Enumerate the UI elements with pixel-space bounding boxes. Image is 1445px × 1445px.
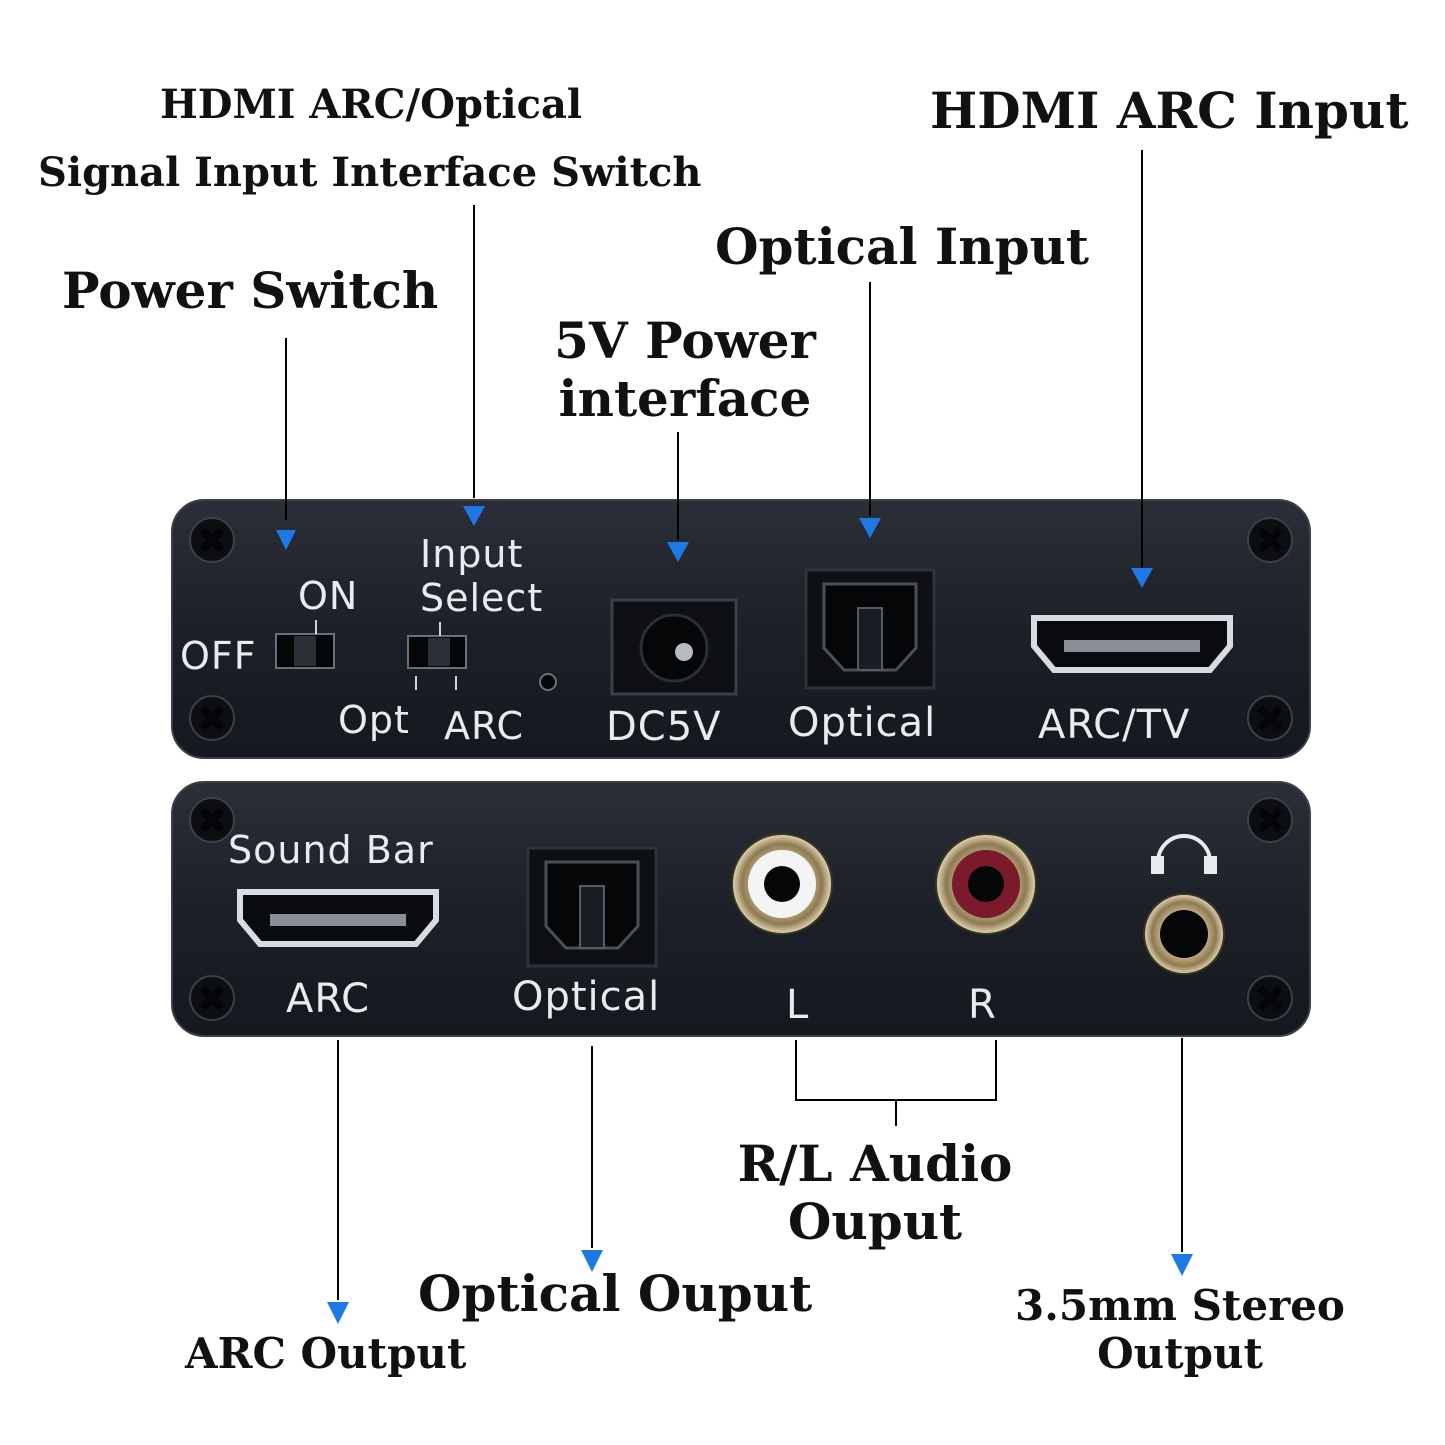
screw-icon	[1247, 517, 1293, 563]
callout-rl-audio-line1: R/L Audio	[737, 1134, 1013, 1193]
callout-rl-audio-line2: Ouput	[787, 1191, 963, 1251]
label-select: Select	[420, 576, 544, 620]
screw-icon	[1247, 797, 1293, 843]
label-arc-tv: ARC/TV	[1038, 702, 1191, 748]
label-dc5v: DC5V	[606, 704, 722, 750]
rca-left-port[interactable]	[731, 833, 833, 935]
callout-3-5mm-stereo-output: 3.5mm Stereo Output	[1010, 1281, 1350, 1379]
label-r: R	[968, 982, 997, 1028]
arrow-down-icon	[859, 518, 881, 538]
optical-output-port[interactable]	[526, 846, 658, 968]
indicator-led-icon	[539, 673, 557, 691]
callout-hdmi-arc-input: HDMI ARC Input	[930, 81, 1409, 140]
arrow-down-icon	[327, 1302, 349, 1324]
callout-optical-input: Optical Input	[715, 217, 1089, 276]
screw-icon	[189, 695, 235, 741]
label-off: OFF	[180, 634, 257, 678]
arrow-down-icon	[276, 530, 296, 550]
label-sound-bar: Sound Bar	[228, 828, 434, 872]
callout-5v-power-line2: interface	[558, 368, 812, 428]
screw-icon	[189, 517, 235, 563]
callout-stereo-line1: 3.5mm Stereo	[1015, 1281, 1345, 1330]
label-arc: ARC	[444, 704, 525, 748]
label-l: L	[786, 982, 810, 1028]
callout-hdmi-arc-optical-line2: Signal Input Interface Switch	[38, 149, 702, 196]
hdmi-sound-bar-port[interactable]	[240, 892, 436, 944]
optical-input-port[interactable]	[804, 568, 936, 690]
hdmi-arc-tv-port[interactable]	[1034, 618, 1230, 670]
pointer-lines	[285, 150, 1183, 1300]
top-panel	[171, 499, 1311, 759]
pointer-arrows	[276, 506, 1193, 1324]
screw-icon	[189, 975, 235, 1021]
label-optical-bottom: Optical	[512, 974, 661, 1020]
callout-hdmi-arc-optical-line1: HDMI ARC/Optical	[160, 81, 583, 128]
stereo-3-5mm-port[interactable]	[1143, 893, 1225, 975]
label-opt: Opt	[338, 698, 410, 742]
label-on: ON	[298, 574, 359, 618]
arrow-down-icon	[581, 1250, 603, 1272]
arrow-down-icon	[1171, 1254, 1193, 1276]
arrow-down-icon	[1131, 568, 1153, 588]
headphone-icon	[1151, 834, 1217, 874]
input-select-knob[interactable]	[428, 638, 450, 666]
label-input: Input	[420, 532, 524, 576]
arrow-down-icon	[667, 542, 689, 562]
screw-icon	[1247, 975, 1293, 1021]
label-arc-bottom: ARC	[286, 976, 371, 1022]
screw-icon	[1247, 695, 1293, 741]
callout-rl-audio: R/L Audio Ouput	[720, 1135, 1030, 1250]
power-switch-knob[interactable]	[294, 636, 316, 666]
callout-5v-power-interface: 5V Power interface	[540, 312, 830, 427]
callout-optical-output: Optical Ouput	[418, 1264, 813, 1323]
callout-stereo-line2: Output	[1097, 1329, 1263, 1379]
callout-arc-output: ARC Output	[185, 1329, 467, 1378]
arrow-down-icon	[463, 506, 485, 526]
callout-power-switch: Power Switch	[62, 261, 439, 320]
label-optical-top: Optical	[788, 700, 937, 746]
callout-5v-power-line1: 5V Power	[554, 311, 816, 370]
rca-right-port[interactable]	[935, 833, 1037, 935]
